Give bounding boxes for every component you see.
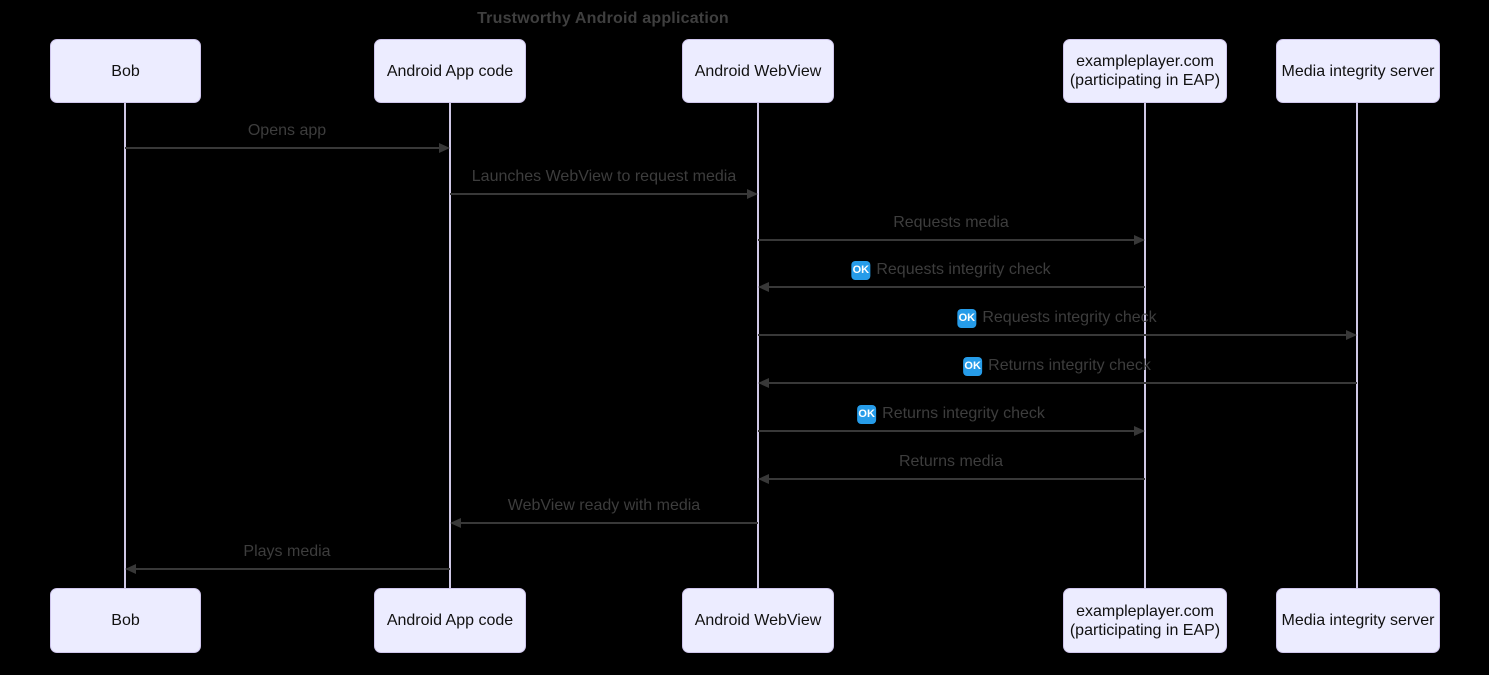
message-label: Returns media	[898, 453, 1004, 470]
arrowhead-left-icon	[758, 378, 769, 388]
arrowhead-left-icon	[758, 474, 769, 484]
message-label: Requests media	[893, 214, 1009, 231]
message-arrow-line	[460, 522, 758, 524]
actor-box-android-webview-top: Android WebView	[682, 39, 834, 103]
arrowhead-right-icon	[1346, 330, 1357, 340]
actor-box-bob-top: Bob	[50, 39, 201, 103]
lifeline-android-app-code	[449, 103, 451, 588]
message-arrow-line	[758, 334, 1347, 336]
actor-box-bob-bottom: Bob	[50, 588, 201, 653]
message-arrow-line	[768, 286, 1145, 288]
actor-box-exampleplayer-bottom: exampleplayer.com (participating in EAP)	[1063, 588, 1227, 653]
message-arrow-line	[450, 193, 748, 195]
arrowhead-right-icon	[1134, 426, 1145, 436]
lifeline-android-webview	[757, 103, 759, 588]
arrowhead-right-icon	[1134, 235, 1145, 245]
message-arrow-line	[135, 568, 450, 570]
actor-box-android-app-code-bottom: Android App code	[374, 588, 526, 653]
ok-emoji-icon: OK	[963, 356, 983, 376]
message-arrow-line	[125, 147, 440, 149]
arrowhead-left-icon	[758, 282, 769, 292]
arrowhead-right-icon	[439, 143, 450, 153]
message-label: Plays media	[243, 543, 331, 560]
actor-box-media-integrity-server-top: Media integrity server	[1276, 39, 1440, 103]
message-label: Launches WebView to request media	[471, 168, 737, 185]
actor-box-android-webview-bottom: Android WebView	[682, 588, 834, 653]
actor-box-android-app-code-top: Android App code	[374, 39, 526, 103]
ok-emoji-icon: OK	[957, 308, 977, 328]
message-label: Opens app	[247, 122, 327, 139]
arrowhead-left-icon	[125, 564, 136, 574]
ok-emoji-icon: OK	[857, 404, 877, 424]
arrowhead-left-icon	[450, 518, 461, 528]
actor-box-media-integrity-server-bottom: Media integrity server	[1276, 588, 1440, 653]
message-arrow-line	[768, 382, 1357, 384]
message-label: WebView ready with media	[507, 497, 701, 514]
message-arrow-line	[768, 478, 1145, 480]
lifeline-media-integrity-server	[1356, 103, 1358, 588]
lifeline-bob	[124, 103, 126, 588]
actor-box-exampleplayer-top: exampleplayer.com (participating in EAP)	[1063, 39, 1227, 103]
message-arrow-line	[758, 430, 1135, 432]
ok-emoji-icon: OK	[851, 260, 871, 280]
arrowhead-right-icon	[747, 189, 758, 199]
message-arrow-line	[758, 239, 1135, 241]
lifeline-exampleplayer	[1144, 103, 1146, 588]
diagram-title: Trustworthy Android application	[477, 10, 729, 27]
